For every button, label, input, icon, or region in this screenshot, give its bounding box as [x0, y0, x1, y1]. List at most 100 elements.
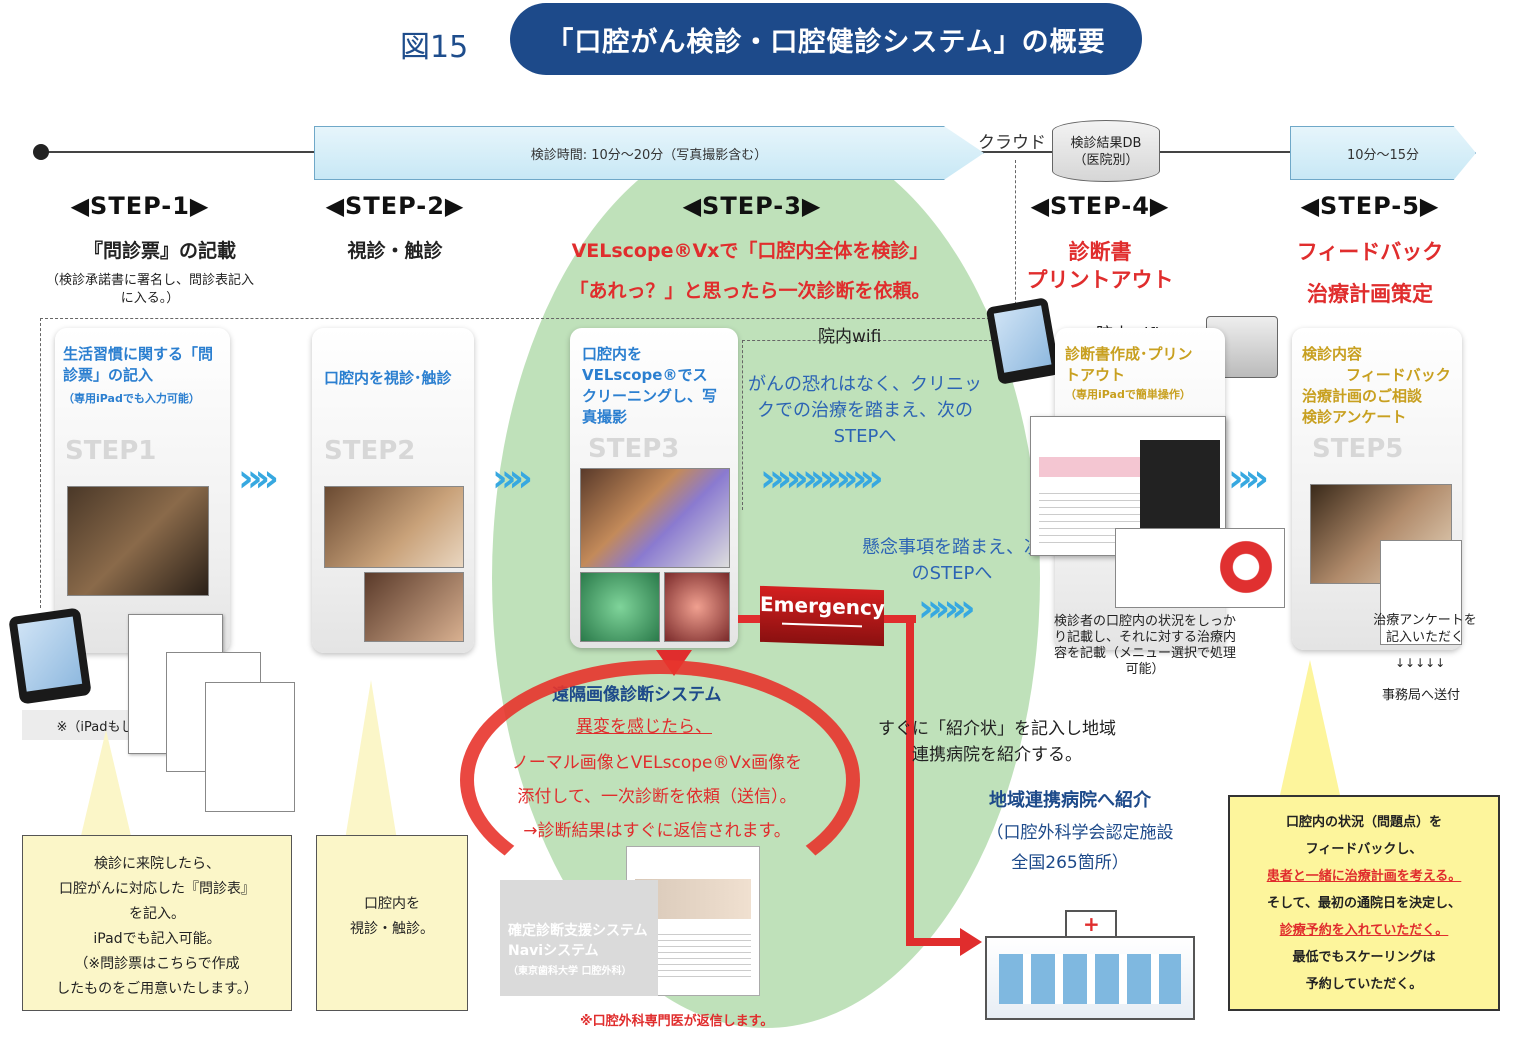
oral-photo: [664, 572, 730, 642]
remote-line-4: →診断結果はすぐに返信されます。: [523, 821, 791, 841]
remote-line-2: ノーマル画像とVELscope®Vx画像を: [511, 753, 803, 773]
step1-note: （検診承諾書に署名し、問診表記入に入る。）: [45, 273, 254, 306]
note-line: iPadでも記入可能。: [93, 931, 221, 947]
paper-form-icon: [205, 682, 295, 812]
navi-title-1: 確定診断支援システム: [508, 923, 648, 939]
step5-card-title-2: フィードバック: [1346, 366, 1451, 384]
concern-text: 懸念事項を踏まえ、次のSTEPへ: [862, 537, 1042, 584]
step5-card-title-4: 検診アンケート: [1302, 408, 1407, 426]
callout-pointer: [1280, 660, 1340, 795]
dashed-connector: [40, 318, 1020, 319]
referral-instruction: すぐに「紹介状」を記入し地域連携病院を紹介する。: [878, 719, 1116, 765]
note-line: 視診・触診。: [350, 921, 434, 937]
step5-ghost: STEP5: [1312, 434, 1404, 464]
figure-label: 図15: [400, 30, 469, 65]
step1-note-box: 検診に来院したら、 口腔がんに対応した『問診表』 を記入。 iPadでも記入可能…: [22, 835, 292, 1011]
dashed-connector: [1015, 160, 1016, 320]
emergency-sign: Emergency: [760, 585, 885, 647]
step2-title: 視診・触診: [347, 240, 443, 262]
step4-caption: 検診者の口腔内の状況をしっかり記載し、それに対する治療内容を記載（メニュー選択で…: [1053, 614, 1236, 677]
step4-label: ◀STEP-4▶: [1030, 192, 1170, 220]
note-line: 最低でもスケーリングは: [1292, 950, 1436, 965]
step2-ghost: STEP2: [324, 436, 416, 466]
step2-card: 口腔内を視診･触診 STEP2: [312, 328, 474, 653]
note-line: （※問診票はこちらで作成: [74, 956, 240, 972]
timeline-start-dot: [33, 144, 49, 160]
step5-caption-2: 事務局へ送付: [1382, 688, 1461, 703]
flow-arrow-icon: »»: [238, 456, 279, 500]
step5-caption-1: 治療アンケートを記入いただく: [1373, 613, 1477, 645]
ipad-icon: [985, 297, 1061, 385]
navi-panel: 確定診断支援システム Naviシステム （東京歯科大学 口腔外科）: [500, 880, 658, 996]
dashed-connector: [742, 340, 743, 510]
callout-pointer: [345, 680, 397, 840]
emergency-label: Emergency: [760, 591, 885, 621]
ipad-icon: [8, 607, 92, 705]
note-line: 口腔内を: [364, 896, 420, 912]
flow-arrow-icon: »»: [1228, 456, 1269, 500]
red-connector: [884, 615, 916, 623]
step3-label: ◀STEP-3▶: [682, 192, 822, 220]
step5-arrows: ↓↓↓↓↓: [1395, 656, 1446, 670]
note-line: 口腔がんに対応した『問診表』: [59, 881, 255, 897]
step5-label: ◀STEP-5▶: [1300, 192, 1440, 220]
note-line: 口腔内の状況（問題点）を: [1285, 815, 1442, 830]
xray-image: [1140, 440, 1220, 530]
step3-title-1: VELscope®Vxで「口腔内全体を検診」: [571, 240, 929, 262]
dashed-connector: [742, 340, 992, 341]
step1-label: ◀STEP-1▶: [70, 192, 210, 220]
wifi-label: 院内wifi: [818, 327, 882, 347]
db-sublabel: （医院別）: [1073, 153, 1139, 168]
referral-sub-1: （口腔外科学会認定施設: [986, 823, 1174, 843]
dashed-connector: [40, 318, 41, 608]
step3-card-title: 口腔内をVELscope®でスクリーニングし、写真撮影: [582, 345, 718, 426]
step1-card: 生活習慣に関する「問診票」の記入 （専用iPadでも入力可能） STEP1: [55, 328, 230, 653]
red-connector: [906, 938, 966, 946]
step5-title-1: フィードバック: [1296, 240, 1444, 264]
remote-line-1: 異変を感じたら、: [576, 717, 712, 737]
referral-title: 地域連携病院へ紹介: [989, 790, 1151, 811]
step5-note-box: 口腔内の状況（問題点）を フィードバックし、 患者と一緒に治療計画を考える。 そ…: [1228, 795, 1500, 1011]
step1-ghost: STEP1: [65, 436, 157, 466]
step5-card-title-1: 検診内容: [1302, 345, 1363, 363]
step5-card-title-3: 治療計画のご相談: [1302, 387, 1423, 405]
reception-photo: [67, 486, 209, 596]
note-line: したものをご用意いたします。）: [56, 981, 258, 997]
callout-pointer: [80, 730, 132, 840]
step1-card-sub: （専用iPadでも入力可能）: [63, 392, 200, 405]
step4-card-title: 診断書作成･プリントアウト: [1065, 345, 1193, 384]
dental-chart-image: [1115, 528, 1285, 608]
arrow-head-icon: [960, 928, 982, 956]
note-line: 診療予約を入れていただく。: [1279, 923, 1449, 938]
red-connector: [738, 615, 760, 623]
cloud-label: クラウド: [978, 133, 1046, 153]
navi-title-3: （東京歯科大学 口腔外科）: [508, 966, 632, 977]
step2-card-title: 口腔内を視診･触診: [324, 369, 452, 387]
no-risk-text: がんの恐れはなく、クリニックでの治療を踏まえ、次のSTEPへ: [748, 374, 982, 447]
exam-time-arrow: 検診時間: 10分〜20分（写真撮影含む）: [314, 126, 984, 180]
step4-title-2: プリントアウト: [1026, 268, 1174, 292]
note-line: を記入。: [129, 906, 185, 922]
feedback-time-arrow: 10分〜15分: [1290, 126, 1476, 180]
step3-ghost: STEP3: [588, 434, 680, 464]
remote-footnote: ※口腔外科専門医が返信します。: [580, 1014, 774, 1029]
flow-arrow-icon: »»: [492, 456, 533, 500]
exam-photo: [364, 572, 464, 642]
flow-arrow-icon: »»»»»»»: [760, 456, 884, 500]
database-icon: 検診結果DB （医院別）: [1052, 120, 1160, 182]
note-line: 患者と一緒に治療計画を考える。: [1266, 869, 1462, 884]
hospital-icon: +: [985, 910, 1195, 1020]
note-line: 検診に来院したら、: [94, 856, 220, 872]
note-line: フィードバックし、: [1305, 842, 1423, 857]
step3-card: 口腔内をVELscope®でスクリーニングし、写真撮影 STEP3: [570, 328, 738, 648]
step5-title-2: 治療計画策定: [1307, 282, 1433, 306]
fluorescence-photo: [580, 572, 660, 642]
navi-title-2: Naviシステム: [508, 943, 599, 959]
step4-title-1: 診断書: [1068, 240, 1132, 264]
db-label: 検診結果DB: [1070, 136, 1142, 151]
flow-arrow-icon: »»»: [918, 586, 976, 630]
step2-label: ◀STEP-2▶: [325, 192, 465, 220]
velscope-photo: [580, 468, 730, 568]
step4-card-sub: （専用iPadで簡単操作）: [1065, 388, 1191, 401]
page-title: 「口腔がん検診・口腔健診システム」の概要: [510, 3, 1142, 75]
